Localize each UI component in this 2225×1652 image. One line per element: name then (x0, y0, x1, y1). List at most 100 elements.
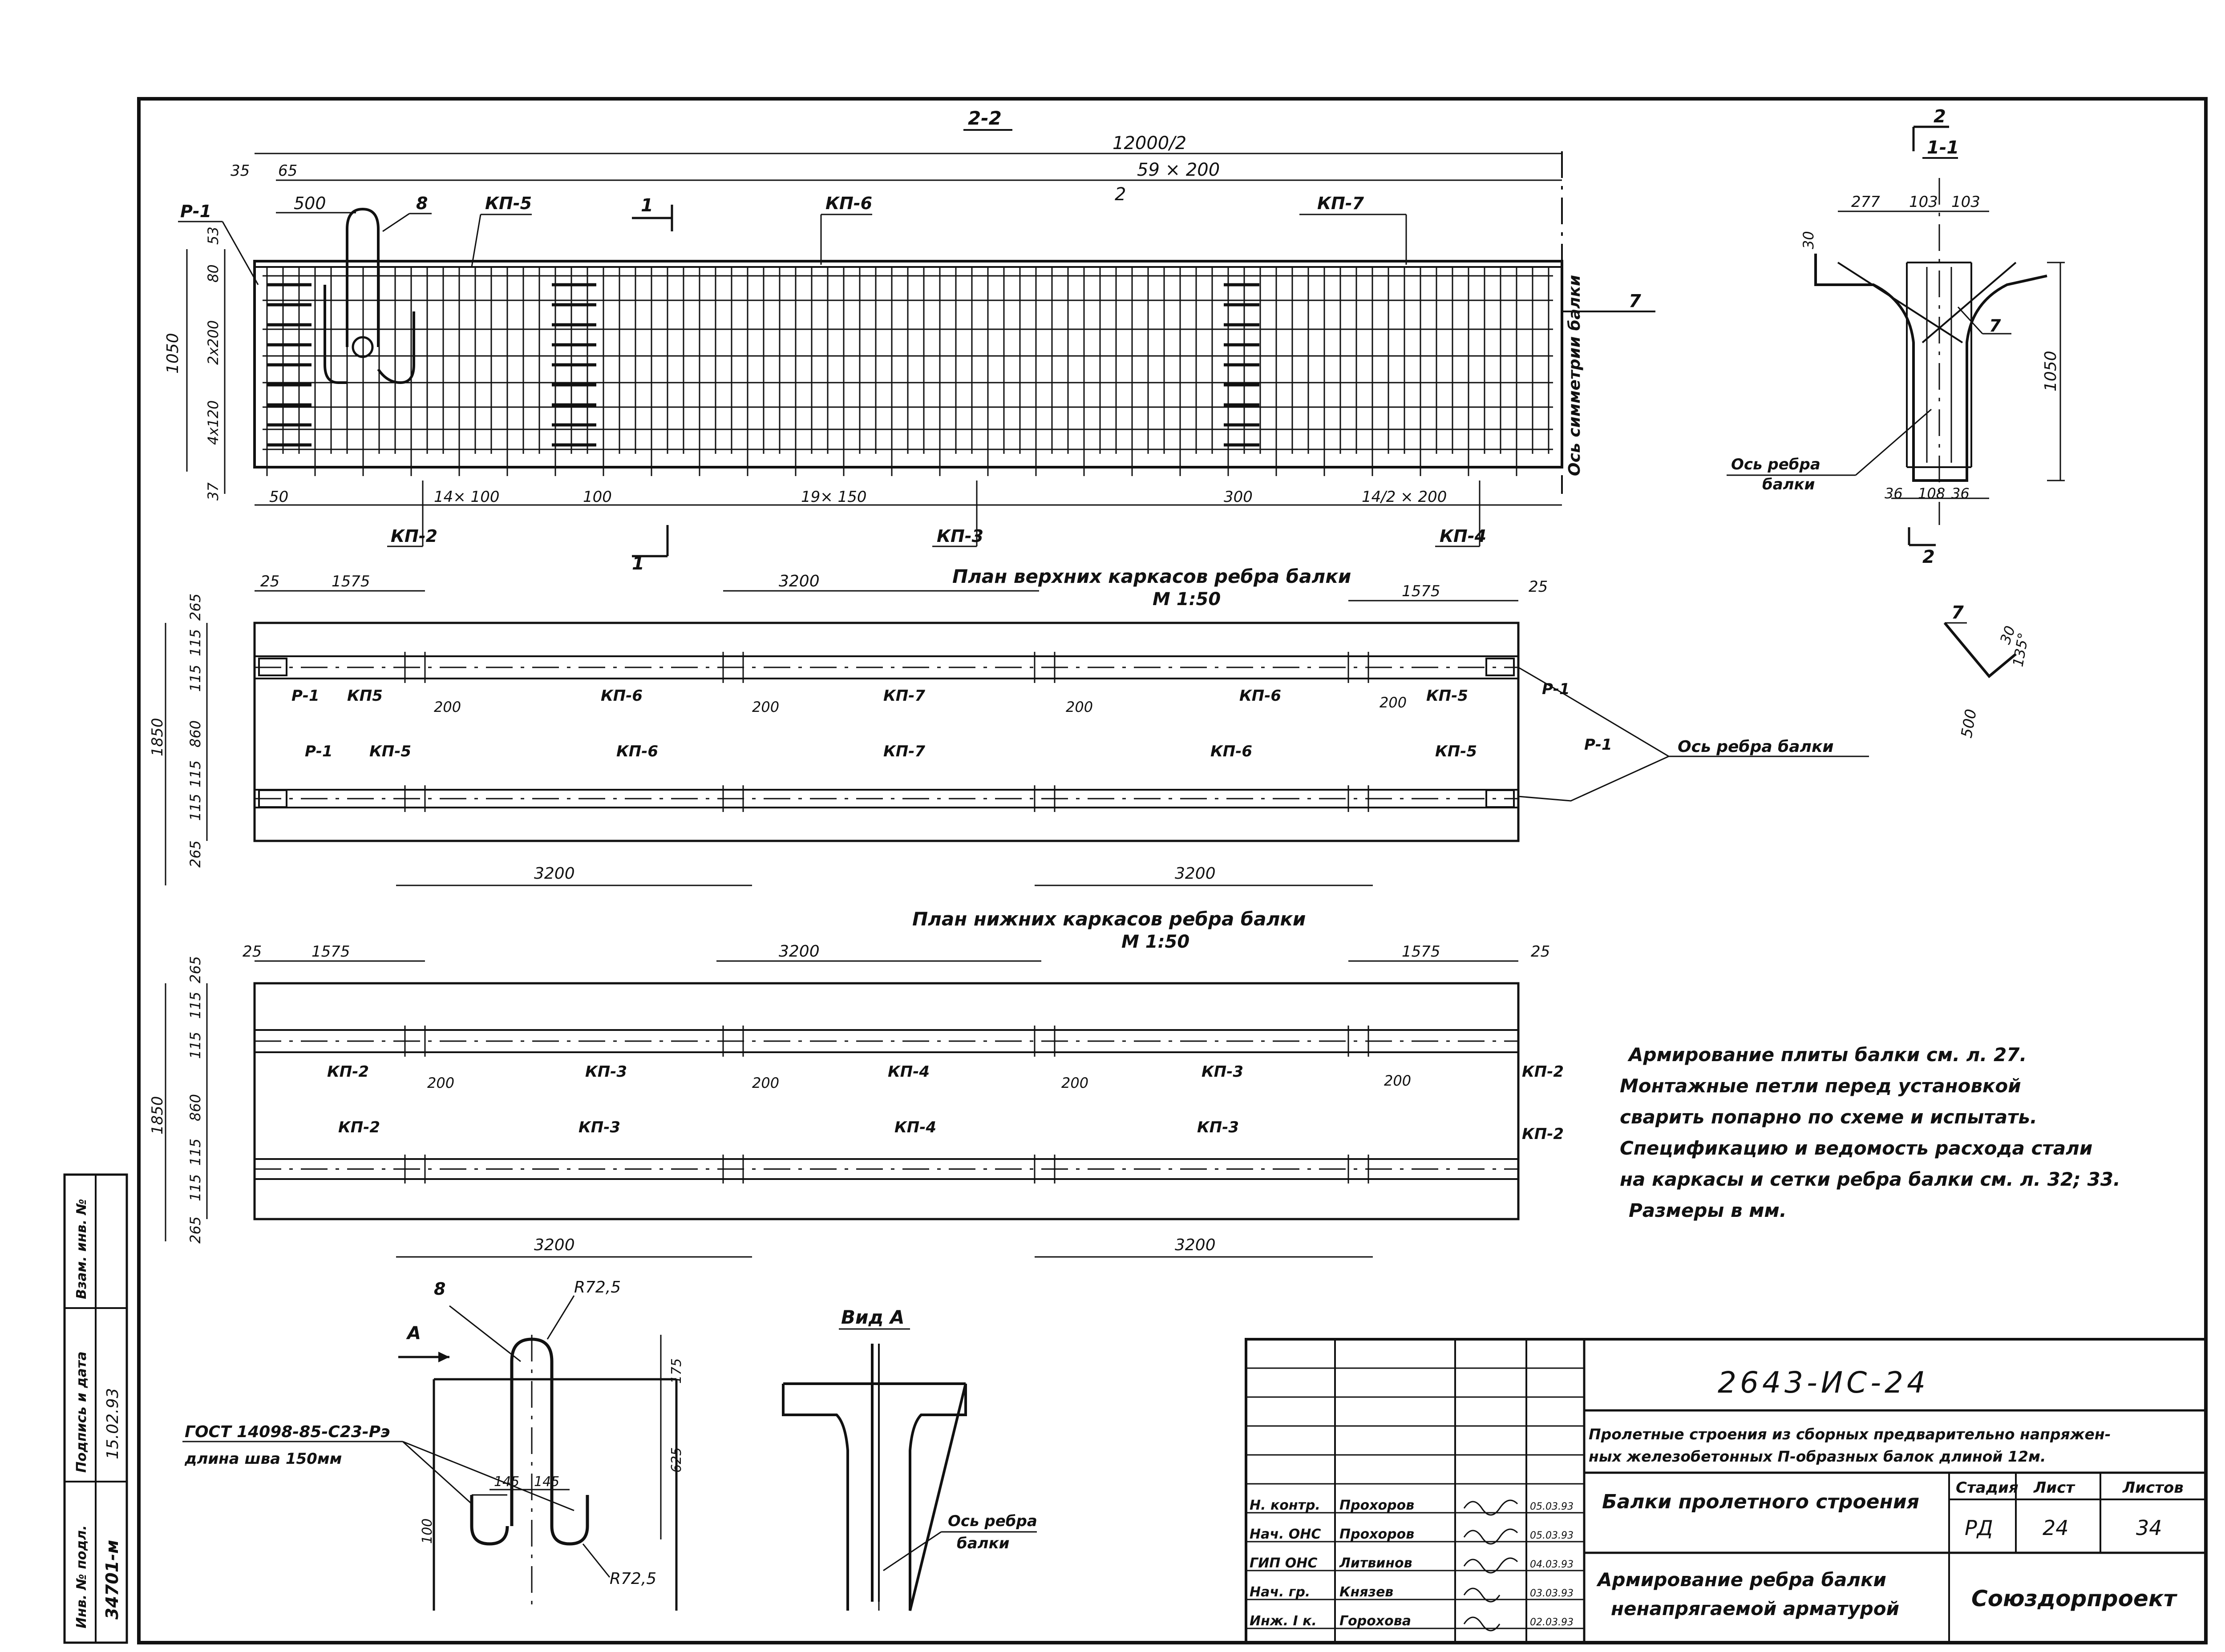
dim-36b: 36 (1951, 485, 1970, 502)
dim-500: 500 (294, 194, 326, 213)
signature-mark (1463, 1528, 1518, 1545)
pitch-mark: 2 (1115, 184, 1126, 205)
note-1: Армирование плиты балки см. л. 27. (1627, 1044, 2027, 1066)
pb-bottom-3200b: 3200 (1175, 1236, 1216, 1254)
value-stage: РД (1965, 1516, 1993, 1540)
dim-53: 53 (205, 226, 222, 245)
pt-r1-p1: Р-1 (291, 687, 320, 705)
person-name: Горохова (1339, 1613, 1411, 1629)
pt-dim-25b: 25 (1529, 578, 1548, 596)
pb-r1-kp4: КП-4 (888, 1063, 930, 1081)
pb-left-115b: 115 (187, 1032, 204, 1059)
stamp-date-value: 15.02.93 (104, 1388, 122, 1459)
header-stage: Стадия (1956, 1479, 2019, 1497)
label-kp5: КП-5 (485, 194, 532, 213)
plan-bottom-title: План нижних каркасов ребра балки (912, 908, 1306, 930)
plan-top-scale: М 1:50 (1153, 589, 1221, 610)
side-stamp: Инв. № подл. Подпись и дата Взам. инв. №… (63, 1173, 128, 1644)
pt-right-p1b: Р-1 (1584, 736, 1612, 754)
dim-103b: 103 (1951, 193, 1980, 211)
dim-2x200: 2x200 (205, 320, 222, 365)
pb-left-265a: 265 (187, 956, 204, 983)
note-5: на каркасы и сетки ребра балки см. л. 32… (1620, 1168, 2120, 1190)
bdim-100: 100 (583, 488, 612, 506)
bdim-300: 300 (1224, 488, 1253, 506)
pt-dim-1575a: 1575 (332, 573, 370, 590)
person-date: 03.03.93 (1530, 1588, 1574, 1599)
pt-left-265b: 265 (187, 840, 204, 868)
person-date: 04.03.93 (1530, 1559, 1574, 1570)
pt-r2-kp5: КП-5 (369, 743, 411, 760)
view-a-axis-1: Ось ребра (948, 1512, 1037, 1530)
cut-mark-1-top: 1 (641, 195, 653, 216)
stamp-sign-label: Подпись и дата (74, 1352, 89, 1473)
pb-left-115d: 115 (187, 1174, 204, 1201)
loop-mark: 8 (434, 1279, 445, 1299)
header-sheets: Листов (2122, 1479, 2184, 1497)
project-description-1: Пролетные строения из сборных предварите… (1589, 1426, 2111, 1443)
section-axis-label-2: балки (1762, 476, 1815, 493)
person-role: Н. контр. (1250, 1498, 1320, 1513)
dim-65: 65 (278, 162, 297, 180)
pb-r2-kp2a: КП-2 (338, 1119, 380, 1136)
stamp-inv-value: 34701-м (102, 1540, 122, 1620)
plan-bottom-cages: План нижних каркасов ребра балки М 1:50 … (149, 908, 1564, 1258)
signature-mark (1463, 1616, 1501, 1632)
pt-left-115d: 115 (187, 794, 204, 821)
pb-left-115c: 115 (187, 1139, 204, 1166)
section-axis-label-1: Ось ребра (1731, 456, 1820, 473)
pt-r2-kp5b: КП-5 (1435, 743, 1477, 760)
pb-r2-kp4: КП-4 (894, 1119, 936, 1136)
pt-r1-kp6a: КП-6 (601, 687, 643, 705)
pt-bottom-3200b: 3200 (1175, 864, 1216, 883)
stamp-replace-label: Взам. инв. № (74, 1199, 89, 1299)
note-2: Монтажные петли перед установкой (1620, 1075, 2021, 1097)
section-1-1: 2 1-1 277 103 103 30 1050 36 108 36 Ось … (1727, 106, 2065, 567)
view-a-outline (782, 1383, 967, 1611)
pt-r2-p1: Р-1 (305, 743, 333, 760)
pb-left-860: 860 (187, 1094, 204, 1121)
detail7-mark: 7 (1951, 602, 1964, 623)
organization: Союздорпроект (1971, 1586, 2178, 1612)
pt-left-1850: 1850 (149, 718, 166, 756)
bent-bar-detail: 7 30 135° 500 (1943, 602, 2032, 739)
overall-dim: 12000/2 (1112, 133, 1186, 153)
p1-plate (1485, 789, 1515, 808)
note-3: сварить попарно по схеме и испытать. (1620, 1106, 2037, 1128)
person-date: 05.03.93 (1530, 1501, 1574, 1512)
label-kp6: КП-6 (825, 194, 872, 213)
person-role: Инж. I к. (1250, 1613, 1317, 1629)
pt-r1-kp6b: КП-6 (1239, 687, 1281, 705)
plan-bottom-scale: М 1:50 (1121, 932, 1189, 952)
bdim-14x100: 14× 100 (434, 488, 499, 506)
value-sheet: 24 (2043, 1516, 2069, 1540)
dim-80: 80 (205, 264, 222, 283)
pt-dim-3200: 3200 (779, 572, 820, 590)
pt-gap-200d: 200 (1380, 694, 1407, 711)
pb-r1-kp3a: КП-3 (585, 1063, 627, 1081)
pb-dim-25b: 25 (1531, 943, 1550, 961)
pb-dim-25a: 25 (243, 943, 262, 961)
section-2-2-title: 2-2 (968, 107, 1002, 129)
detail7-500: 500 (1958, 708, 1980, 739)
pt-gap-200b: 200 (752, 699, 779, 715)
note-6: Размеры в мм. (1629, 1200, 1787, 1221)
pt-r1-kp5: КП5 (347, 687, 383, 705)
pb-r2-kp3b: КП-3 (1197, 1119, 1239, 1136)
pt-r2-kp7: КП-7 (883, 743, 925, 760)
label-kp2: КП-2 (391, 526, 437, 546)
pb-dim-1575b: 1575 (1402, 943, 1440, 961)
person-role: Нач. ОНС (1250, 1527, 1321, 1542)
pb-gap-200b: 200 (752, 1074, 779, 1091)
plan-top-title: План верхних каркасов ребра балки (952, 565, 1351, 587)
dim-4x120: 4x120 (205, 400, 222, 445)
person-name: Князев (1339, 1584, 1393, 1600)
person-date: 05.03.93 (1530, 1530, 1574, 1541)
stamp-inv-label: Инв. № подл. (74, 1525, 89, 1628)
pt-left-115b: 115 (187, 665, 204, 692)
person-name: Прохоров (1339, 1527, 1414, 1542)
pt-left-115c: 115 (187, 760, 204, 788)
plan-top-cages: План верхних каркасов ребра балки М 1:50… (149, 565, 1869, 886)
pb-r1-kp3b: КП-3 (1202, 1063, 1243, 1081)
title-block: 2643-ИС-24 Пролетные строения из сборных… (1245, 1338, 2207, 1644)
